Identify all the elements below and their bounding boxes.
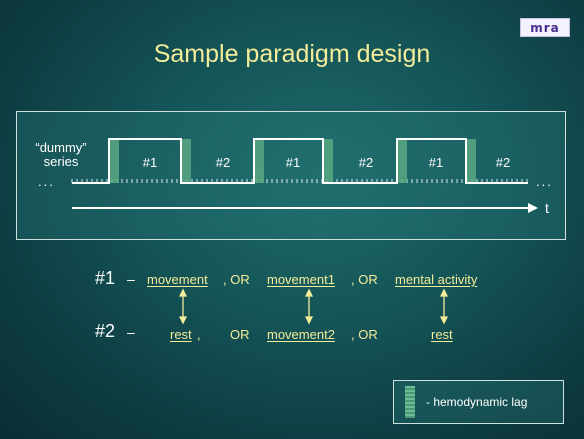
hemodynamic-lag-on-1 xyxy=(109,139,119,183)
time-axis-label: t xyxy=(545,200,549,216)
dummy-label-line1: “dummy” xyxy=(35,140,87,155)
condition-1-label: #1 xyxy=(95,268,116,288)
dummy-series-label: “dummy” series xyxy=(26,141,96,169)
condition-2-option-rest: rest xyxy=(170,327,192,342)
legend-label: - hemodynamic lag xyxy=(426,395,528,409)
block-label-5: #1 xyxy=(428,155,444,170)
condition-1-option-movement1: movement1 xyxy=(267,272,335,287)
pair-arrow-2 xyxy=(304,288,314,325)
block-label-6: #2 xyxy=(495,155,511,170)
condition-2-sep-1: OR xyxy=(230,327,250,342)
mra-logo: mra xyxy=(520,18,570,37)
condition-2-option-movement2: movement2 xyxy=(267,327,335,342)
block-label-2: #2 xyxy=(215,155,231,170)
hemodynamic-lag-swatch xyxy=(405,386,415,418)
pair-arrow-1 xyxy=(178,288,188,325)
condition-2-option-rest-2: rest xyxy=(431,327,453,342)
leading-dots: ... xyxy=(38,174,55,189)
condition-1-dash: – xyxy=(127,271,135,287)
condition-1-sep-2: , OR xyxy=(351,272,378,287)
condition-2-sep-2: , OR xyxy=(351,327,378,342)
hemodynamic-lag-on-2 xyxy=(254,139,264,183)
block-label-1: #1 xyxy=(142,155,158,170)
block-label-3: #1 xyxy=(285,155,301,170)
square-wave xyxy=(72,138,528,184)
block-label-4: #2 xyxy=(358,155,374,170)
trailing-dots: ... xyxy=(536,174,553,189)
condition-1-option-movement: movement xyxy=(147,272,208,287)
condition-1-option-mental-activity: mental activity xyxy=(395,272,478,287)
time-axis-arrowhead xyxy=(528,203,538,213)
block-waveform xyxy=(72,138,528,184)
condition-2-comma: , xyxy=(197,327,201,342)
condition-2-dash: – xyxy=(127,324,135,340)
pair-arrow-3 xyxy=(439,288,449,325)
hemodynamic-lag-off-2 xyxy=(323,139,333,183)
hemodynamic-lag-off-1 xyxy=(181,139,191,183)
dummy-label-line2: series xyxy=(43,154,79,169)
slide-title: Sample paradigm design xyxy=(153,40,431,68)
legend-box xyxy=(393,380,564,424)
hemodynamic-lag-on-3 xyxy=(397,139,407,183)
condition-2-label: #2 xyxy=(95,321,116,341)
hemodynamic-lag-off-3 xyxy=(466,139,476,183)
condition-1-sep-1: , OR xyxy=(223,272,250,287)
